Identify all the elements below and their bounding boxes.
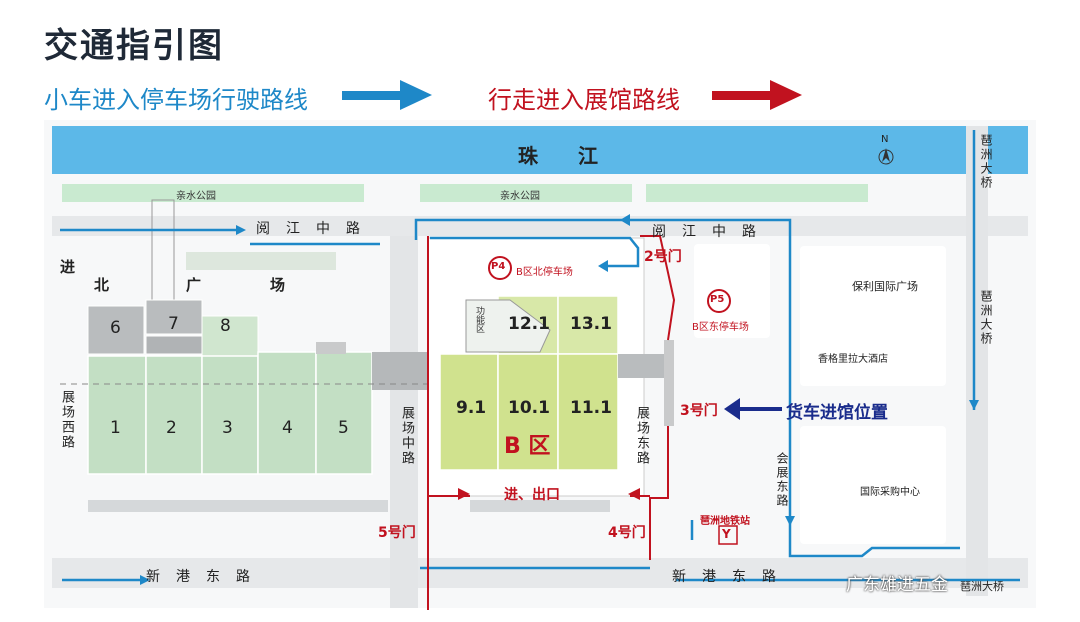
road-huizhan-east: 会展东路 [775,452,789,508]
hall-7 [145,299,203,335]
hall-10-1-label: 10.1 [508,398,550,418]
metro-icon-box [718,525,738,545]
park-center-label: 亲水公园 [500,191,540,202]
truck-arrow-icon [724,398,782,420]
hall-3 [201,355,259,475]
hall-7-label: 7 [168,314,179,334]
p4-icon [488,256,512,280]
p5-icon [707,289,731,313]
gate-3: 3号门 [680,403,718,419]
hall-2-label: 2 [166,418,177,438]
hall-13-1-label: 13.1 [570,314,612,334]
hall-10-1 [497,353,559,471]
compass-icon [878,148,894,165]
legend-blue-arrow-icon [342,80,432,110]
north-plaza-chang: 场 [270,276,286,294]
hall-5 [315,351,373,475]
pearl-river [52,126,1028,174]
river-name: 珠 江 [518,144,598,168]
hall-2 [145,355,203,475]
bridge-top: 琶洲大桥 [979,134,993,190]
road-yuejiang-left: 阅江中路 [256,221,376,237]
bridge-bottom: 琶洲大桥 [960,580,1004,593]
north-plaza-bei: 北 [94,276,110,294]
bridge-mid: 琶洲大桥 [979,290,993,346]
gate-2: 2号门 [644,249,682,265]
park-left-label: 亲水公园 [176,191,216,202]
hall-1-label: 1 [110,418,121,438]
road-zhanchang-west: 展场西路 [59,390,74,450]
gate-4: 4号门 [608,525,646,541]
car-route-lines [60,130,1020,582]
hall-4-label: 4 [282,418,293,438]
metro-station: 琶洲地铁站 [700,516,750,527]
gate-5: 5号门 [378,525,416,541]
hall-11-1-label: 11.1 [570,398,612,418]
park-center [420,184,632,202]
legend-red-arrow-icon [712,80,802,110]
road-xingang-right: 新港东路 [672,569,792,585]
function-area-label: 功能区 [474,306,484,333]
page-title: 交通指引图 [44,26,224,66]
truck-entry: 货车进馆位置 [786,403,888,423]
hall-9-1 [439,353,499,471]
function-area [465,299,551,353]
north-plaza-guang: 广 [186,276,202,294]
metro-icon: Y [722,527,731,541]
procurement-block [800,426,946,544]
hall-4 [257,351,317,475]
procurement-center: 国际采购中心 [860,487,920,498]
hall-3-label: 3 [222,418,233,438]
legend-walk-route: 行走进入展馆路线 [488,86,680,114]
legend-car-route: 小车进入停车场行驶路线 [44,86,308,114]
park-left [62,184,364,202]
north-plaza-jin: 进 [60,258,76,276]
hall-6 [87,305,145,355]
hall-12-1-label: 12.1 [508,314,550,334]
hall-5-label: 5 [338,418,349,438]
road-zhanchang-middle: 展场中路 [399,406,414,466]
walk-route-lines [427,235,676,610]
p5-label: P5 [710,294,725,305]
park-right [646,184,868,202]
hall-13-1 [557,295,619,355]
hall-8-label: 8 [220,316,231,336]
zone-b-label: B 区 [504,434,551,459]
poly-plaza-block [800,246,946,386]
hall-1 [87,355,147,475]
p5-name: B区东停车场 [692,322,749,333]
hall-9-1-label: 9.1 [456,398,487,418]
shangri-la: 香格里拉大酒店 [818,354,888,365]
p4-name: B区北停车场 [516,267,573,278]
compass-n: N [881,134,889,145]
road-zhanchang-east: 展场东路 [634,406,649,466]
entrance-exit: 进、出口 [504,487,560,503]
road-yuejiang-right: 阅江中路 [652,224,772,240]
p4-label: P4 [491,261,506,272]
hall-8 [201,315,259,357]
hall-11-1 [557,353,619,471]
road-xingang-left: 新港东路 [146,569,266,585]
watermark: 广东雄进五金 [846,575,948,595]
poly-plaza: 保利国际广场 [852,280,918,293]
hall-6-label: 6 [110,318,121,338]
